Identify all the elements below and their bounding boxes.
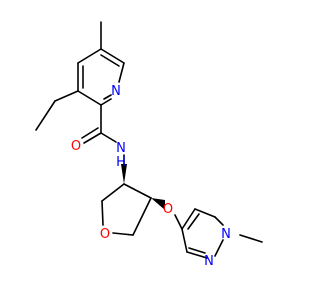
atom-label-ether-o: O	[163, 202, 173, 217]
bond-pyrazole-c4-c5	[194, 208, 216, 218]
bond-pyrazole-n1-n2	[214, 239, 224, 257]
bond-ring-c2-n	[100, 98, 112, 106]
structure-canvas: N O N H O O N N	[35, 21, 263, 269]
bond-pyrazole-n2-c3-inner	[188, 247, 206, 254]
bond-thf-c3-c2	[101, 183, 125, 202]
bond-n-methyl	[239, 234, 263, 243]
bond-thf-o-c5	[112, 232, 134, 236]
atom-label-amide-n: N	[116, 141, 126, 156]
atom-label-pyrazole-n: N	[204, 254, 214, 269]
bond-ring-c6-c5-inner	[100, 54, 120, 67]
bond-methyl-c3	[35, 100, 56, 131]
bond-c3-methyl-link	[54, 90, 79, 102]
bond-thf-c4-c3	[123, 183, 152, 199]
atom-label-pyrazole-n-methyl: N	[221, 227, 231, 242]
bond-ring-c3-c2	[77, 90, 102, 106]
bond-pyrazole-c4-ether	[181, 208, 196, 230]
bond-pyrazole-c4-c3-inner	[187, 213, 200, 230]
atom-label-pyridine-n: N	[111, 84, 121, 99]
bond-ether-o-pyrazole	[174, 214, 183, 230]
wedge-amide-n-c3	[121, 164, 127, 184]
bond-carbonyl-o-2	[81, 127, 99, 139]
wedge-c4-ether-o	[151, 198, 165, 210]
bond-c2-n-inner	[103, 94, 112, 100]
bond-thf-c2-o	[101, 200, 104, 226]
bond-pyrazole-c3-c4	[181, 228, 188, 253]
bond-ring-c5-c4	[77, 48, 102, 64]
bond-thf-c5-c4	[132, 197, 152, 236]
bond-pyrazole-c5-n1	[214, 216, 224, 226]
bond-pyrazole-n2-c3	[186, 251, 208, 259]
bond-carbonyl-n	[100, 132, 117, 143]
bond-ring-n-c6	[118, 62, 125, 83]
atom-label-amide-h: H	[116, 155, 126, 170]
bond-carbonyl-o-1	[83, 132, 102, 144]
molecule-diagram: N O N H O O N N	[35, 21, 263, 269]
atom-label-carbonyl-o: O	[71, 139, 81, 154]
atom-label-ring-o: O	[100, 227, 110, 242]
bond-ring-c6-c5	[100, 48, 125, 64]
